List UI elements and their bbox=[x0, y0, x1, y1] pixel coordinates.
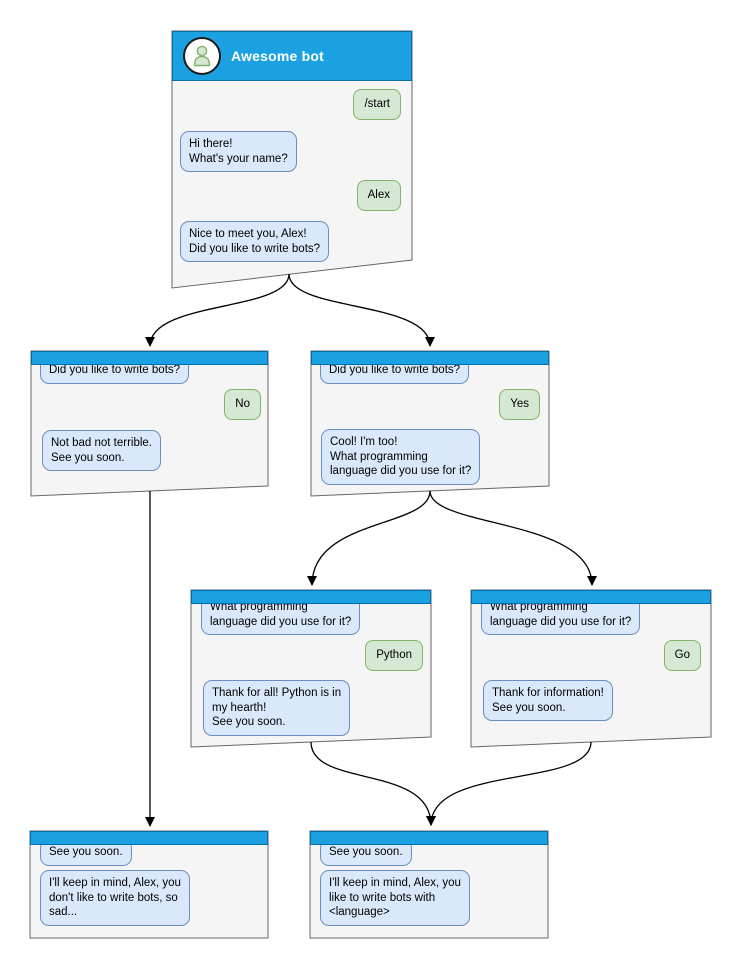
bot-title: Awesome bot bbox=[231, 48, 324, 64]
window-header-no bbox=[31, 351, 268, 365]
message-bubble-bot: Thank for all! Python is in my hearth! S… bbox=[203, 680, 351, 737]
message-bubble-bot: Not bad not terrible. See you soon. bbox=[42, 430, 162, 472]
message-bubble-bot: Nice to meet you, Alex! Did you like to … bbox=[180, 221, 330, 263]
message-bubble-bot: I'll keep in mind, Alex, you like to wri… bbox=[320, 870, 470, 927]
main-window-header: Awesome bot bbox=[172, 31, 412, 81]
window-header-end-yes bbox=[310, 831, 548, 845]
edge-yes-to-go bbox=[429, 490, 597, 586]
window-header-python bbox=[191, 590, 431, 604]
message-bubble-bot: I'll keep in mind, Alex, you don't like … bbox=[40, 870, 190, 927]
message-bubble-bot: Cool! I'm too! What programming language… bbox=[321, 429, 481, 486]
message-bubble-user: Python bbox=[365, 640, 423, 671]
person-icon bbox=[193, 45, 211, 67]
message-bubble-user: Yes bbox=[499, 389, 540, 420]
message-bubble-user: Alex bbox=[356, 180, 401, 211]
window-header-end-no bbox=[30, 831, 268, 845]
window-header-go bbox=[471, 590, 711, 604]
edge-main-to-no bbox=[145, 273, 290, 347]
message-bubble-user: Go bbox=[663, 640, 701, 671]
edge-main-to-yes bbox=[288, 273, 435, 347]
message-bubble-bot: Hi there! What's your name? bbox=[180, 131, 297, 173]
message-bubble-user: /start bbox=[353, 89, 401, 120]
avatar bbox=[183, 37, 221, 75]
message-bubble-bot: Thank for information! See you soon. bbox=[483, 680, 613, 722]
edge-python-to-end bbox=[310, 741, 436, 826]
message-bubble-user: No bbox=[224, 389, 261, 420]
edge-yes-to-python bbox=[307, 490, 431, 586]
window-header-yes bbox=[311, 351, 549, 365]
edge-go-to-end bbox=[426, 741, 592, 826]
